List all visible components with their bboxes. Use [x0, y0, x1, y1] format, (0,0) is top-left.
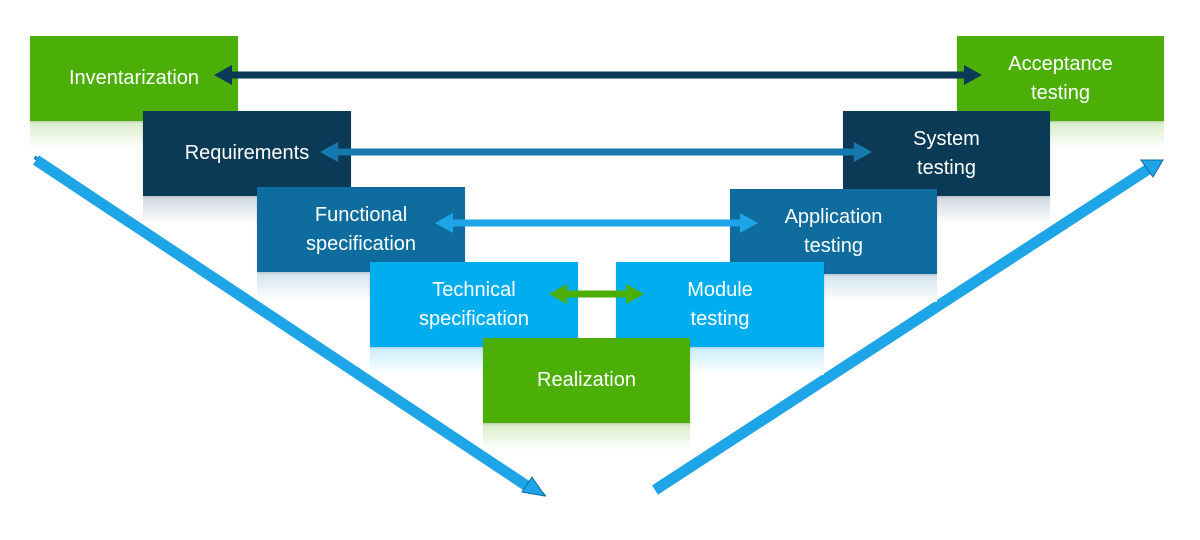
ascending-arrow [652, 159, 1164, 495]
technical-specification-box: Technical specification [370, 262, 578, 347]
functional-specification-label: Functional specification [305, 203, 417, 255]
arrow-inventarization-acceptance [214, 65, 982, 85]
arrow-requirements-system [320, 142, 872, 162]
inventarization-box: Inventarization [30, 36, 238, 121]
requirements-box: Requirements [143, 111, 351, 196]
system-testing-box: System testing [843, 111, 1050, 196]
inventarization-label: Inventarization [68, 67, 200, 89]
application-testing-box: Application testing [730, 189, 937, 274]
module-testing-label: Module testing [687, 278, 753, 330]
acceptance-testing-label: Acceptance testing [1008, 52, 1113, 104]
acceptance-testing-box: Acceptance testing [957, 36, 1164, 121]
arrow-technical-module [549, 284, 644, 304]
application-testing-label: Application testing [784, 205, 883, 257]
descending-arrow [32, 155, 547, 497]
system-testing-label: System testing [913, 127, 980, 179]
technical-specification-label: Technical specification [418, 278, 530, 330]
realization-box: Realization [483, 338, 690, 423]
module-testing-box: Module testing [616, 262, 824, 347]
requirements-label: Requirements [184, 142, 310, 164]
functional-specification-box: Functional specification [257, 187, 465, 272]
realization-label: Realization [537, 369, 636, 391]
arrow-functional-application [435, 213, 758, 233]
